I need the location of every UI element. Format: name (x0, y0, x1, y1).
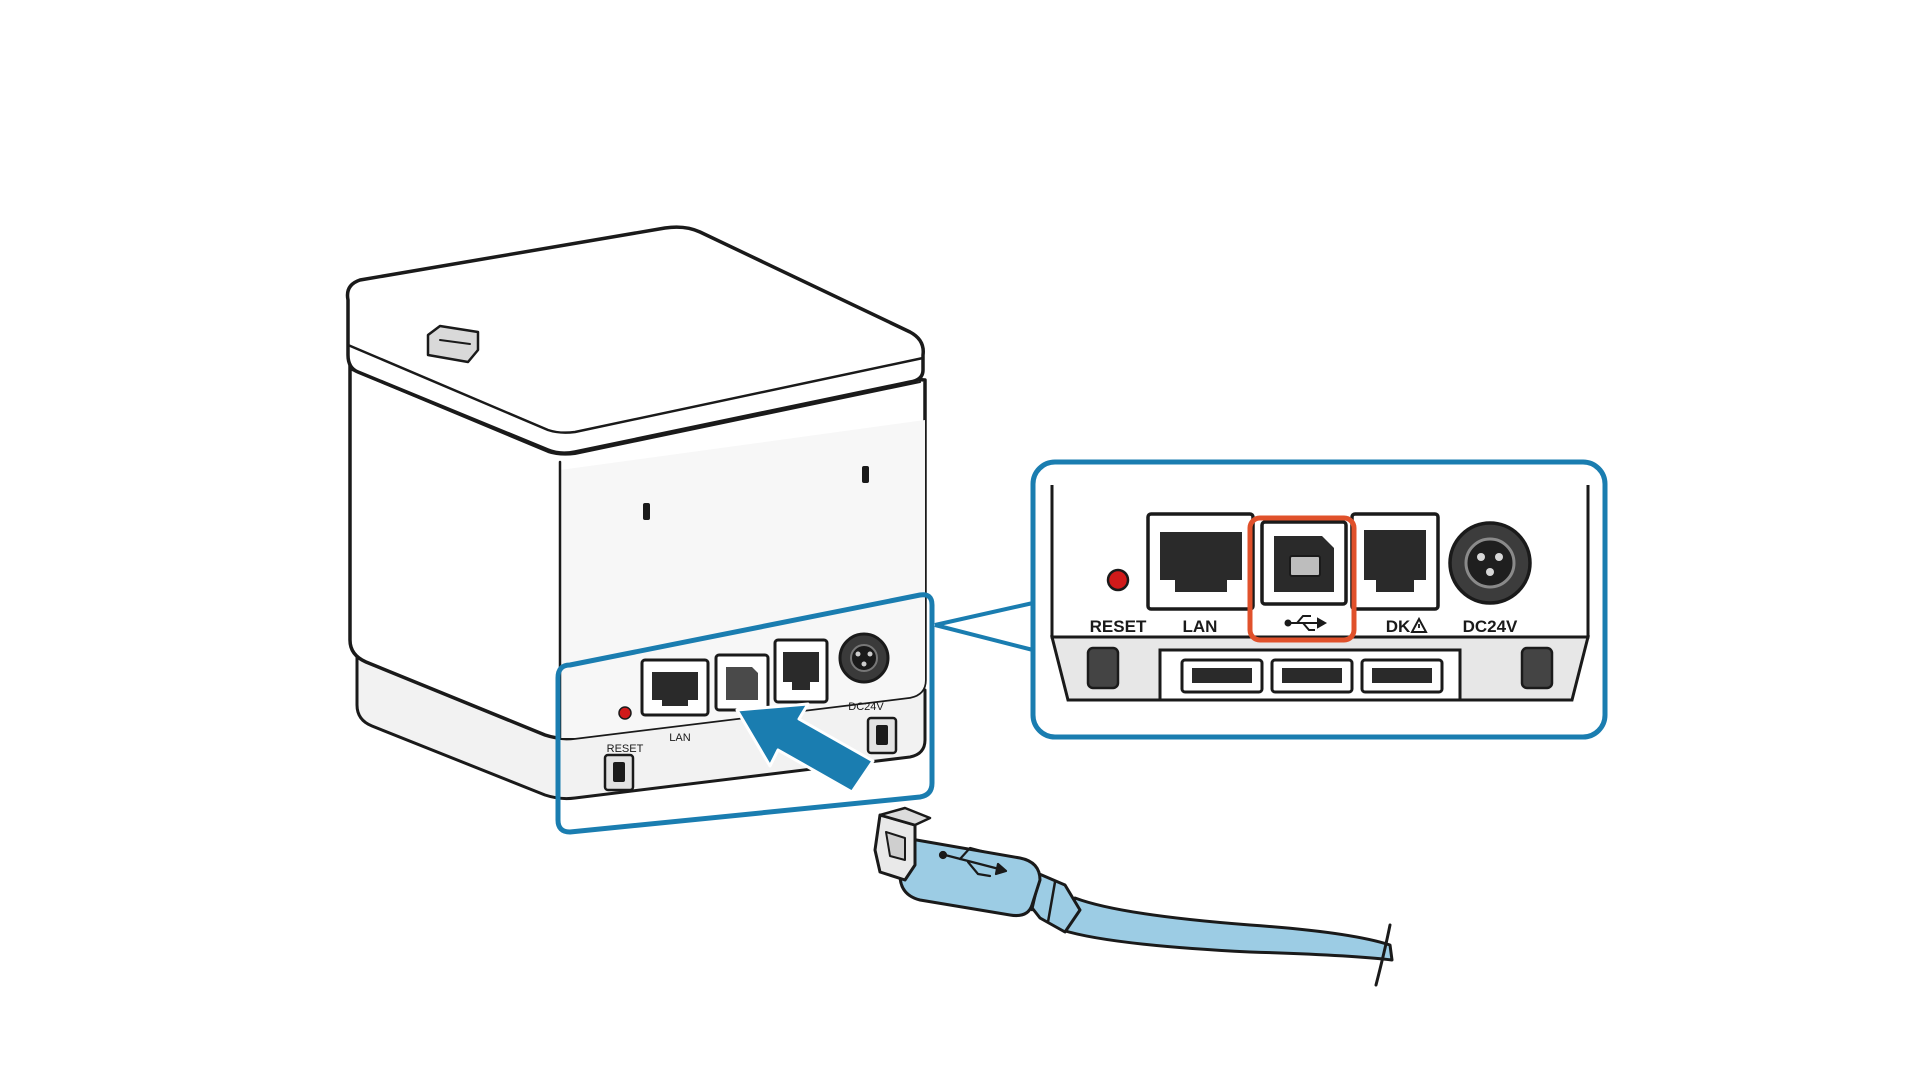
rear-port-panel (603, 632, 898, 792)
cable-usb-symbol-icon (938, 846, 1008, 878)
zoom-dk-label: DK (1386, 617, 1411, 636)
zoom-foot (1086, 646, 1120, 690)
zoom-lan-label: LAN (1183, 617, 1218, 636)
insert-arrow-icon (735, 702, 875, 794)
zoom-reset-label: RESET (1090, 617, 1147, 636)
device-reset-label: RESET (607, 743, 644, 755)
warning-triangle-icon (1410, 616, 1428, 633)
zoom-dc-port (1448, 521, 1532, 605)
callout-connector (934, 601, 1034, 652)
usb-port-highlight (1247, 515, 1357, 643)
printer-device (345, 225, 927, 801)
printer-lid-seam (351, 369, 921, 456)
zoom-lan-port (1146, 512, 1255, 611)
vent-slot (643, 503, 650, 520)
lid-release-tab (426, 324, 480, 364)
zoom-usb-a-ports (1180, 658, 1444, 694)
zoom-foot (1520, 646, 1554, 690)
device-lan-label: LAN (669, 732, 690, 744)
zoom-dc-label: DC24V (1463, 617, 1518, 636)
printer-lid-edge (346, 343, 925, 434)
usb-symbol-icon (1284, 615, 1328, 631)
zoom-usb-b-port (1260, 520, 1348, 606)
zoom-callout: RESET LAN DK DC24V (1030, 459, 1608, 740)
zoom-dk-port (1350, 512, 1440, 611)
reset-button (618, 706, 632, 720)
vent-slot (862, 466, 869, 483)
usb-b-cable (873, 806, 1394, 987)
zoom-reset-button (1106, 568, 1130, 592)
port-focus-box (555, 592, 935, 835)
device-dc-label: DC24V (848, 701, 884, 713)
cable-wire (1060, 896, 1394, 962)
